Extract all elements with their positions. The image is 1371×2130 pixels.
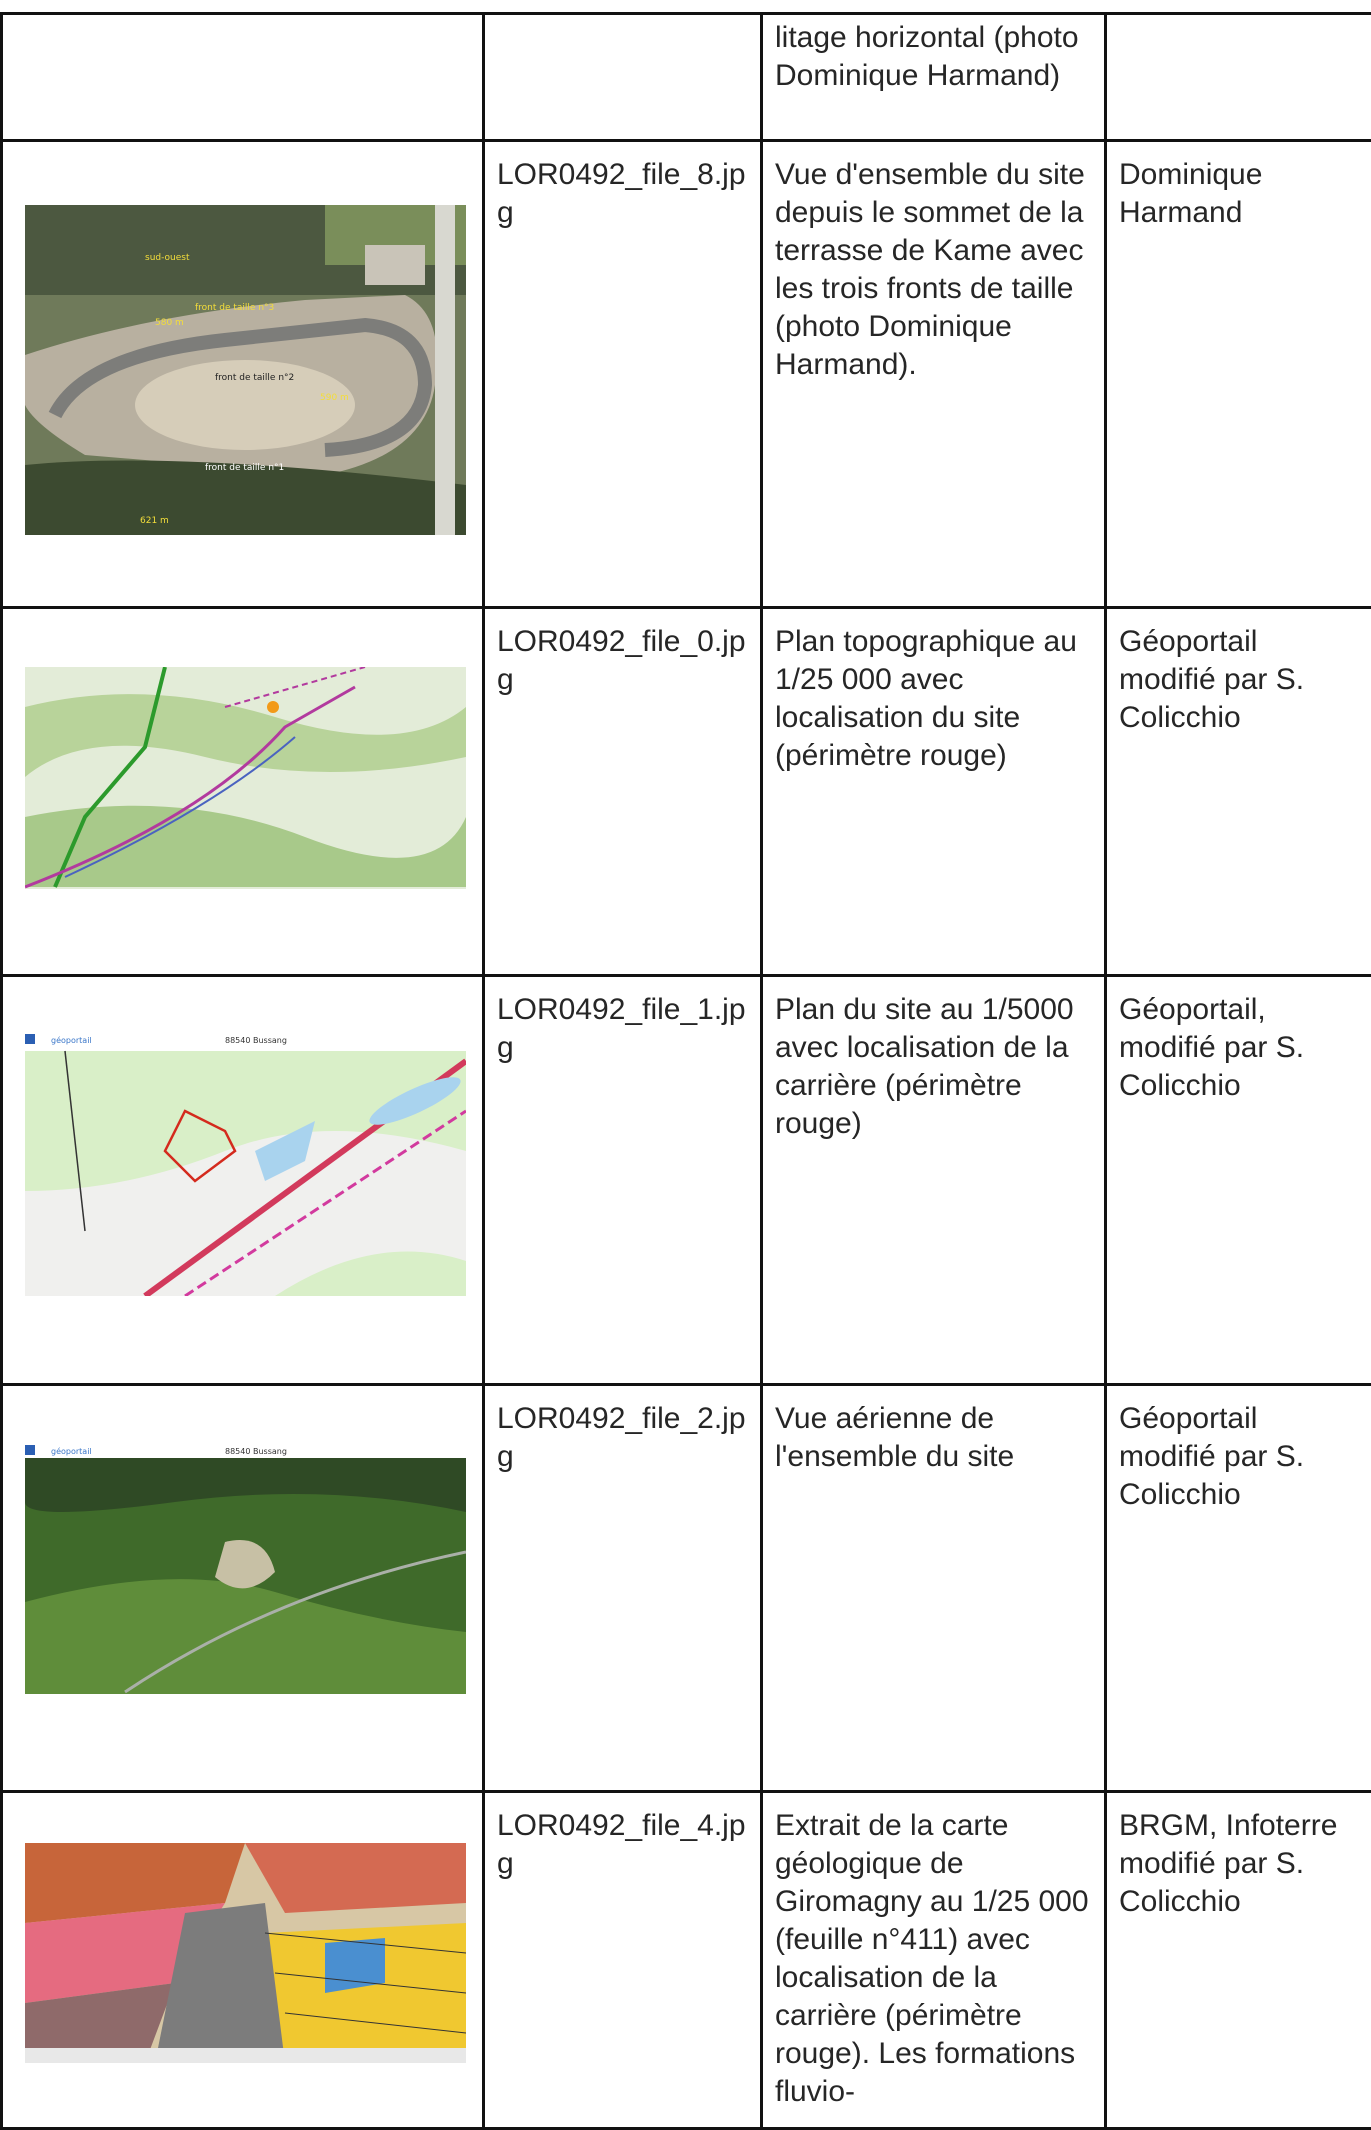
author-cell: Dominique Harmand bbox=[1106, 141, 1371, 608]
map-search: 88540 Bussang bbox=[225, 1036, 287, 1045]
table-row: LOR0492_file_0.jpg Plan topographique au… bbox=[2, 608, 1371, 976]
aerial-photo[interactable]: géoportail 88540 Bussang bbox=[25, 1442, 466, 1708]
photo-label: 590 m bbox=[320, 393, 349, 403]
author-cell: BRGM, Infoterre modifié par S. Colicchio bbox=[1106, 1792, 1371, 2129]
site-photo[interactable]: sud-ouest front de taille n°3 580 m fron… bbox=[25, 205, 466, 535]
legend-cell: Extrait de la carte géologique de Giroma… bbox=[762, 1792, 1106, 2129]
table-row: sud-ouest front de taille n°3 580 m fron… bbox=[2, 141, 1371, 608]
photo-label: 621 m bbox=[140, 516, 169, 526]
legend-cell: Plan du site au 1/5000 avec localisation… bbox=[762, 976, 1106, 1385]
topographic-map[interactable] bbox=[25, 667, 466, 902]
filename-cell: LOR0492_file_2.jpg bbox=[484, 1385, 762, 1792]
table-row: géoportail 88540 Bussang LOR0492_file_1.… bbox=[2, 976, 1371, 1385]
table-row: litage horizontal (photo Dominique Harma… bbox=[2, 14, 1371, 141]
table-row: géoportail 88540 Bussang LOR0492_file_2.… bbox=[2, 1385, 1371, 1792]
image-cell bbox=[2, 1792, 484, 2129]
legend-cell: Plan topographique au 1/25 000 avec loca… bbox=[762, 608, 1106, 976]
geological-map[interactable] bbox=[25, 1843, 466, 2063]
filename-cell: LOR0492_file_1.jpg bbox=[484, 976, 762, 1385]
figure-table: litage horizontal (photo Dominique Harma… bbox=[0, 12, 1371, 2130]
author-cell: Géoportail modifié par S. Colicchio bbox=[1106, 608, 1371, 976]
table-row: LOR0492_file_4.jpg Extrait de la carte g… bbox=[2, 1792, 1371, 2129]
map-search: 88540 Bussang bbox=[225, 1447, 287, 1456]
photo-label: front de taille n°1 bbox=[205, 463, 284, 473]
site-plan-map[interactable]: géoportail 88540 Bussang bbox=[25, 1031, 466, 1311]
legend-cell: Vue d'ensemble du site depuis le sommet … bbox=[762, 141, 1106, 608]
filename-cell: LOR0492_file_8.jpg bbox=[484, 141, 762, 608]
image-cell: sud-ouest front de taille n°3 580 m fron… bbox=[2, 141, 484, 608]
image-cell bbox=[2, 608, 484, 976]
author-cell: Géoportail modifié par S. Colicchio bbox=[1106, 1385, 1371, 1792]
filename-cell bbox=[484, 14, 762, 141]
legend-cell: litage horizontal (photo Dominique Harma… bbox=[762, 14, 1106, 141]
photo-label: front de taille n°2 bbox=[215, 373, 294, 383]
image-cell bbox=[2, 14, 484, 141]
photo-label: sud-ouest bbox=[145, 253, 190, 263]
image-cell: géoportail 88540 Bussang bbox=[2, 1385, 484, 1792]
author-cell bbox=[1106, 14, 1371, 141]
map-logo: géoportail bbox=[51, 1446, 92, 1456]
filename-cell: LOR0492_file_0.jpg bbox=[484, 608, 762, 976]
photo-label: 580 m bbox=[155, 318, 184, 328]
photo-label: front de taille n°3 bbox=[195, 303, 274, 313]
author-cell: Géoportail, modifié par S. Colicchio bbox=[1106, 976, 1371, 1385]
legend-cell: Vue aérienne de l'ensemble du site bbox=[762, 1385, 1106, 1792]
image-cell: géoportail 88540 Bussang bbox=[2, 976, 484, 1385]
map-logo: géoportail bbox=[51, 1035, 92, 1045]
filename-cell: LOR0492_file_4.jpg bbox=[484, 1792, 762, 2129]
